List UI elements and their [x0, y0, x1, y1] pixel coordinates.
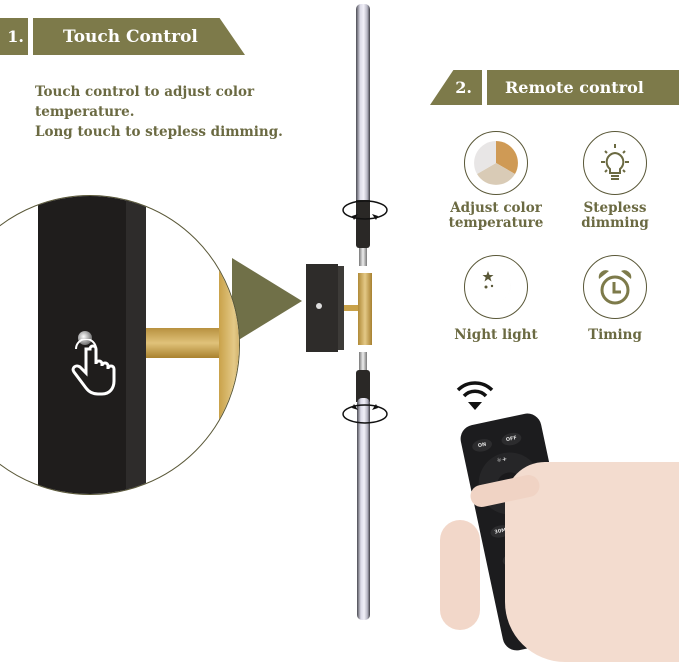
description-line: temperature.: [35, 104, 135, 120]
remote-on-button[interactable]: ON: [471, 437, 494, 454]
feature-label: Adjust color temperature: [441, 201, 551, 231]
section-1-number-text: 1.: [7, 27, 24, 46]
remote-off-button[interactable]: OFF: [500, 431, 523, 448]
section-1-title-text: Touch Control: [63, 26, 198, 47]
feature-label-line: Timing: [588, 327, 642, 343]
feature-timing: Timing: [560, 255, 670, 343]
feature-night-light: Night light: [441, 255, 551, 343]
description-line: Long touch to stepless dimming.: [35, 124, 283, 140]
section-2-title: Remote control: [487, 70, 679, 105]
alarm-clock-icon: [583, 255, 647, 319]
upper-connector: [359, 248, 367, 266]
section-1-number: 1.: [0, 18, 28, 55]
hand-thumb: [440, 520, 480, 630]
lower-tube-end: [356, 370, 370, 402]
upper-tube-end: [356, 200, 370, 248]
wall-plate: [306, 264, 344, 352]
lower-connector: [359, 352, 367, 370]
feature-label-line: Adjust color: [450, 200, 542, 216]
description-line: Touch control to adjust color: [35, 84, 255, 100]
hand-pointer-icon: [71, 339, 116, 396]
remote-on-label: ON: [477, 441, 487, 450]
upper-light-tube: [356, 4, 370, 230]
touch-control-description: Touch control to adjust color temperatur…: [35, 82, 305, 142]
magnifier-pointer: [232, 258, 302, 344]
feature-label: Stepless dimming: [560, 201, 670, 231]
section-2-number: 2.: [430, 70, 482, 105]
brass-mount: [358, 273, 372, 345]
touch-sensor-button[interactable]: [78, 331, 92, 345]
rotate-arrows-icon: [342, 404, 388, 424]
lightbulb-icon: [583, 131, 647, 195]
remote-off-label: OFF: [505, 435, 518, 444]
magnified-brass-arm: [146, 328, 226, 358]
wall-plate-screw: [316, 303, 322, 309]
magnified-brass-mount: [219, 256, 239, 436]
remote-brightness-up-label: ☼+: [496, 455, 508, 465]
section-2-number-text: 2.: [455, 78, 472, 97]
section-1-title: Touch Control: [33, 18, 245, 55]
wireless-signal-icon: [456, 381, 494, 410]
lower-light-tube: [357, 398, 370, 620]
feature-adjust-color-temperature: Adjust color temperature: [441, 131, 551, 231]
feature-label-line: Stepless: [583, 200, 647, 216]
color-temperature-pie-icon: [464, 131, 528, 195]
feature-label-line: Night light: [454, 327, 538, 343]
magnified-lamp-body: [38, 196, 128, 494]
touch-sensor-magnifier: [0, 195, 240, 495]
remote-brightness-up-button[interactable]: ☼+: [496, 456, 508, 465]
feature-label: Night light: [441, 328, 551, 343]
rotate-arrows-icon: [342, 200, 388, 220]
magnified-lamp-side: [126, 196, 146, 494]
feature-label-line: dimming: [581, 215, 649, 231]
brass-arm: [344, 305, 360, 311]
section-2-title-text: Remote control: [505, 78, 644, 97]
feature-label: Timing: [560, 328, 670, 343]
feature-stepless-dimming: Stepless dimming: [560, 131, 670, 231]
moon-stars-icon: [464, 255, 528, 319]
feature-label-line: temperature: [448, 215, 544, 231]
